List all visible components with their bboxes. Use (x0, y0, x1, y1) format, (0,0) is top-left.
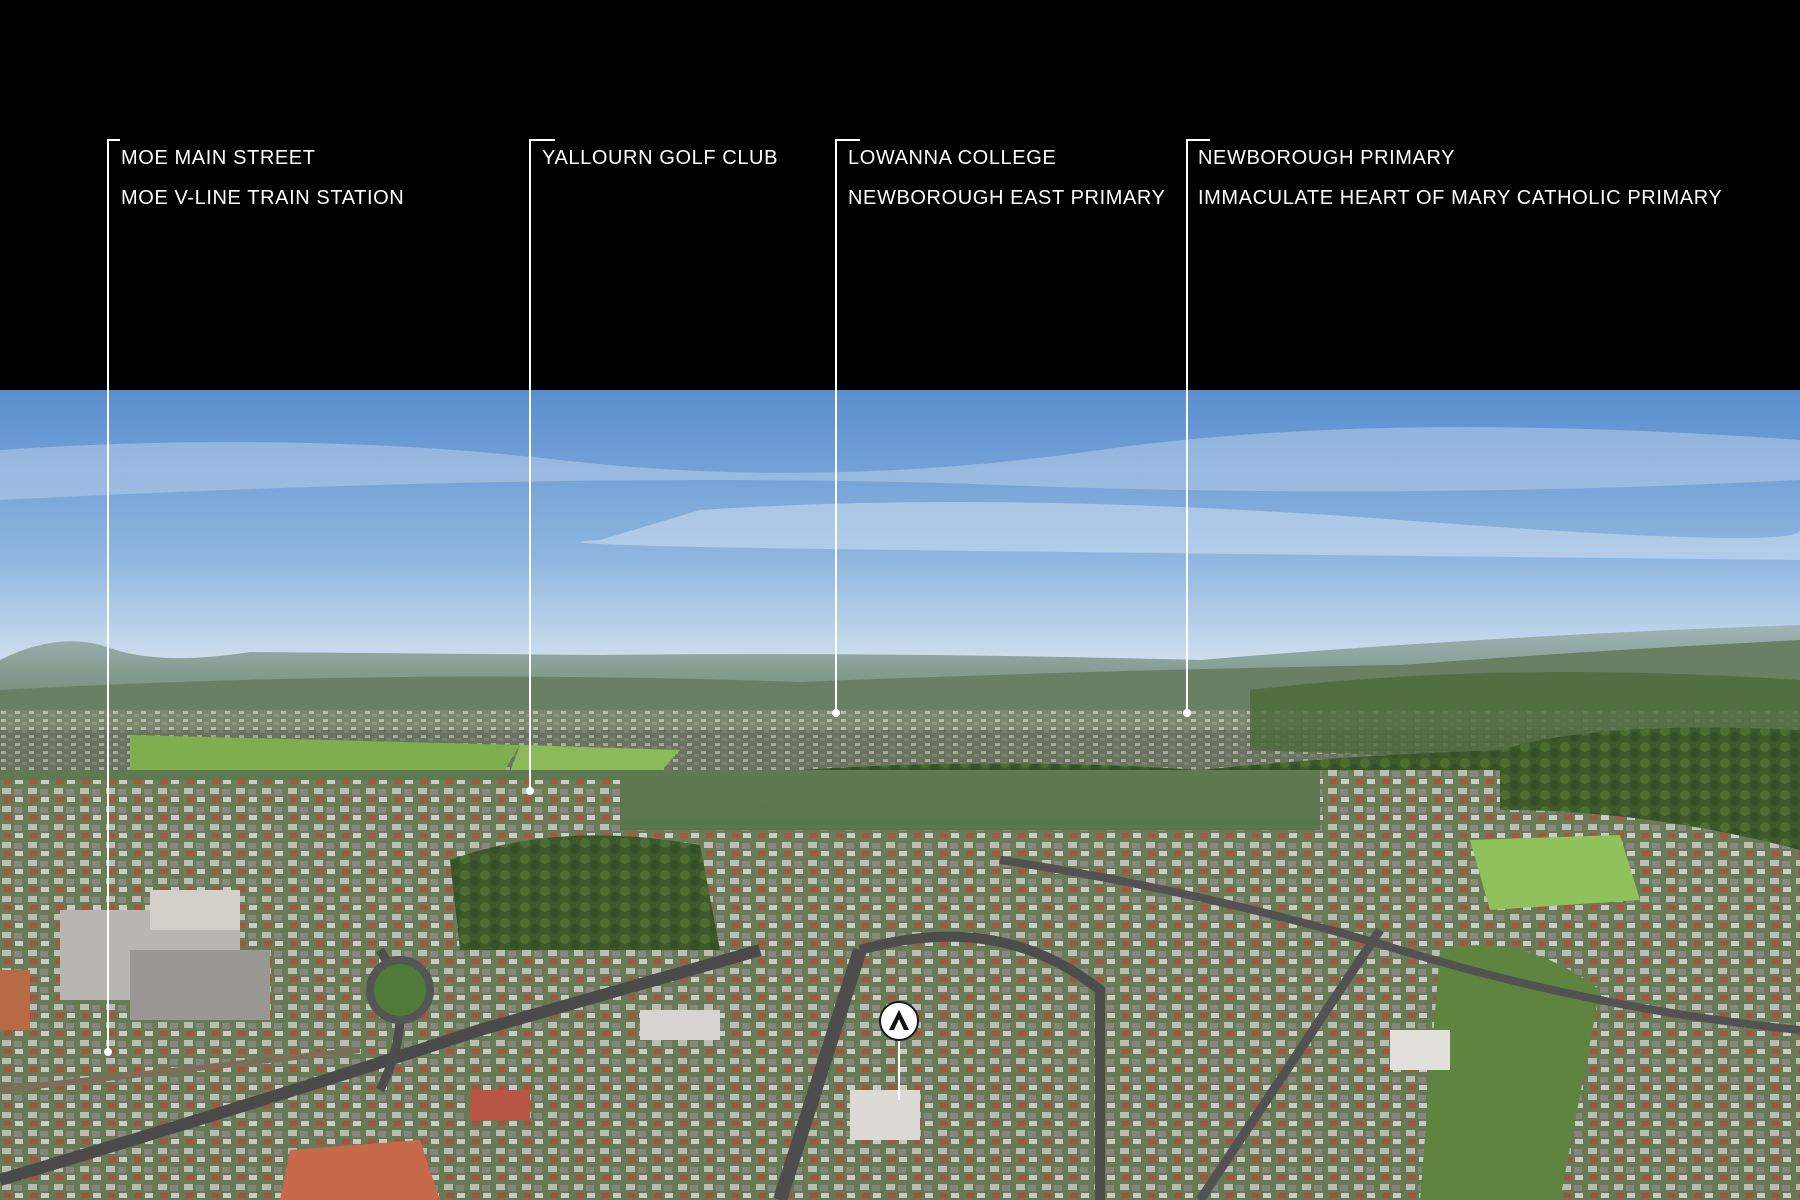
callout-label-immaculate-heart: IMMACULATE HEART OF MARY CATHOLIC PRIMAR… (1198, 187, 1723, 209)
header-band (0, 0, 1800, 390)
delta-logo-icon (889, 1010, 909, 1030)
callout-golf: YALLOURN GOLF CLUB (542, 138, 778, 178)
property-marker (879, 1001, 919, 1041)
callout-label-newborough-primary: NEWBOROUGH PRIMARY (1198, 147, 1456, 169)
callout-moe: MOE MAIN STREET MOE V-LINE TRAIN STATION (121, 138, 404, 218)
callout-label-newborough-east-primary: NEWBOROUGH EAST PRIMARY (848, 187, 1166, 209)
callout-label-yallourn-golf-club: YALLOURN GOLF CLUB (542, 147, 779, 169)
callout-lowanna: LOWANNA COLLEGE NEWBOROUGH EAST PRIMARY (848, 138, 1166, 218)
callout-label-moe-main-street: MOE MAIN STREET (121, 147, 316, 169)
callout-newborough: NEWBOROUGH PRIMARY IMMACULATE HEART OF M… (1198, 138, 1722, 218)
aerial-photo (0, 390, 1800, 1200)
callout-label-moe-train-station: MOE V-LINE TRAIN STATION (121, 187, 405, 209)
callout-label-lowanna-college: LOWANNA COLLEGE (848, 147, 1057, 169)
